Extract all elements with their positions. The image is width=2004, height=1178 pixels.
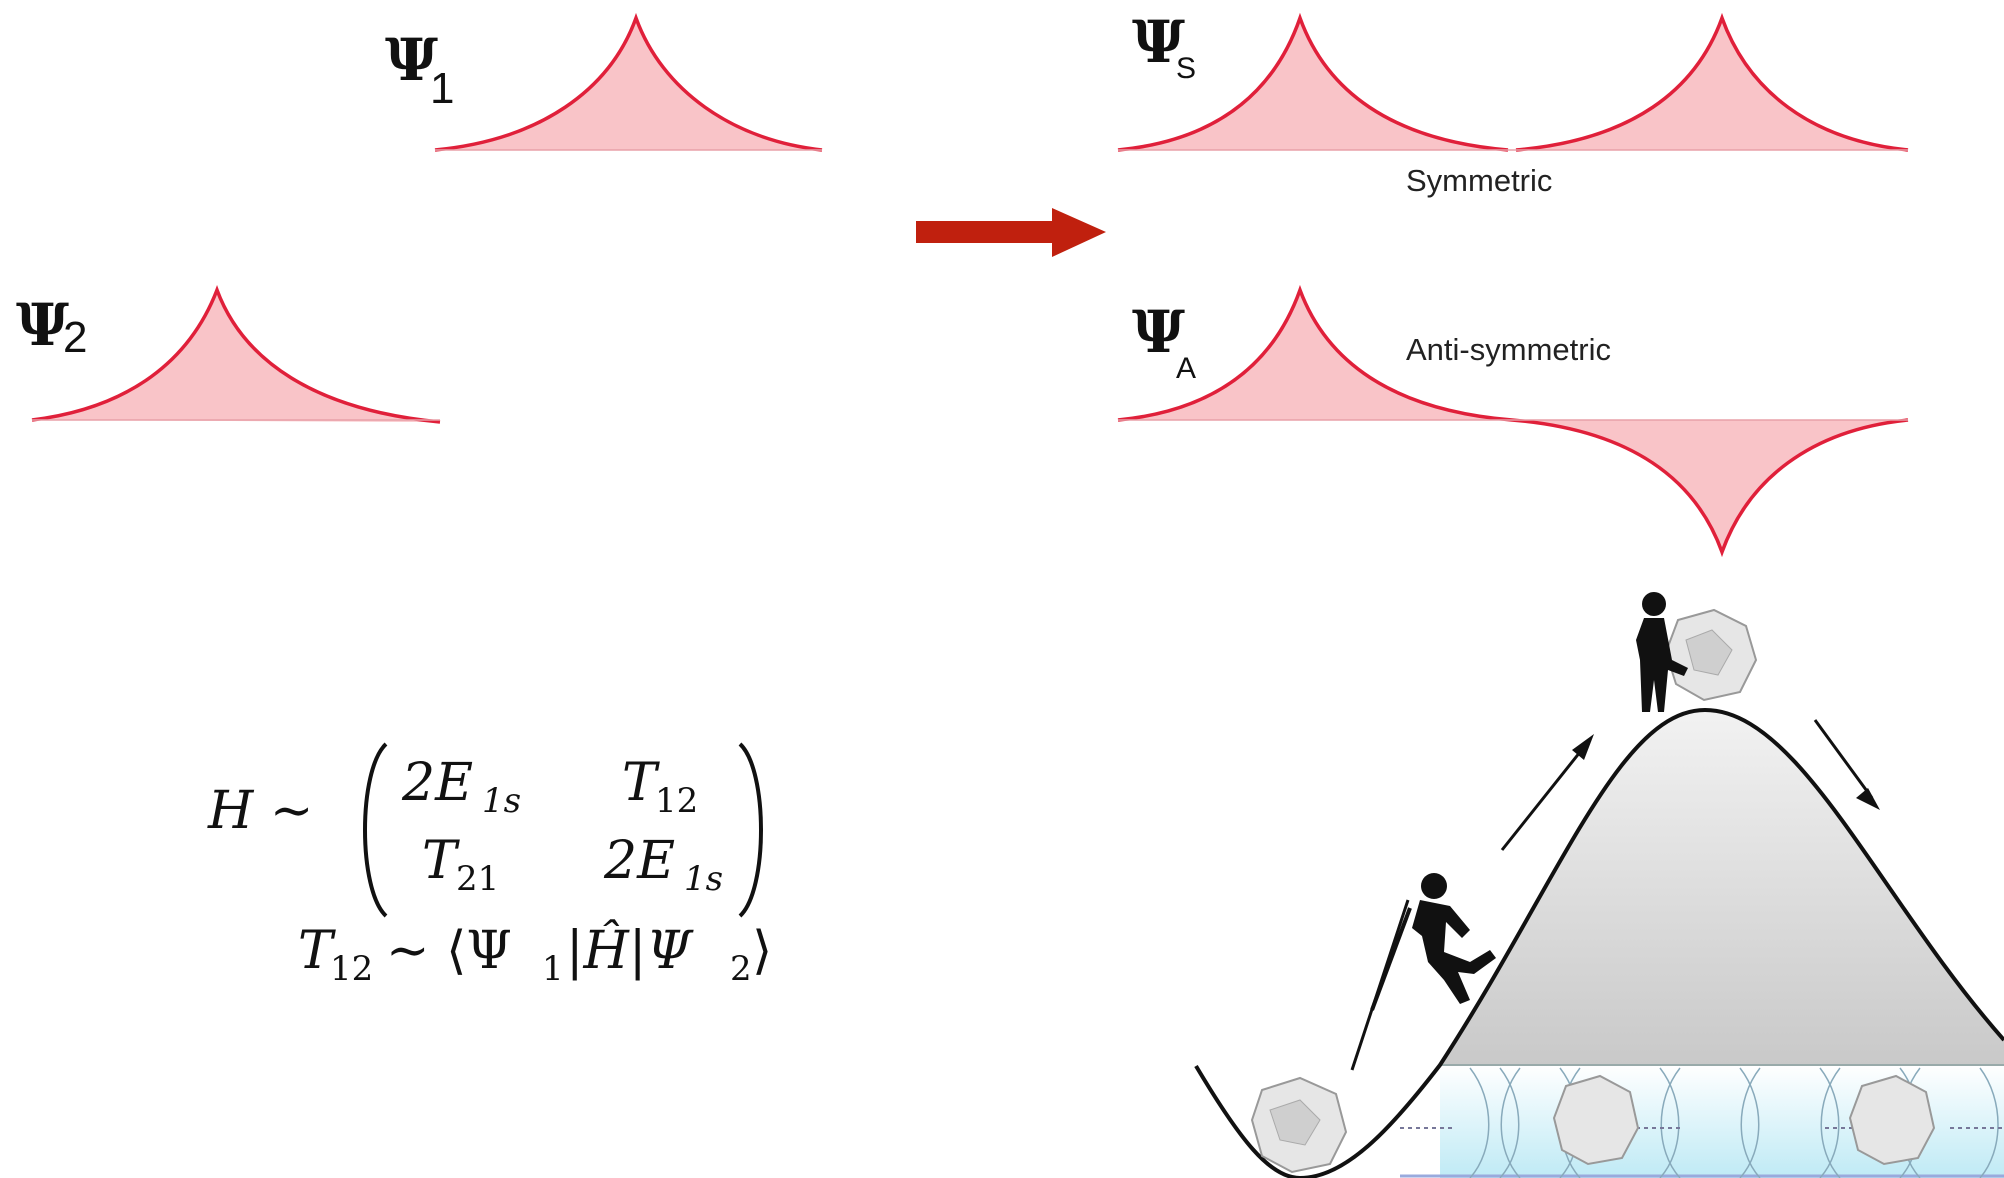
psi-symmetric-wavefunction: Ψ S Symmetric xyxy=(1117,8,1909,198)
barrier-hill xyxy=(1440,710,2004,1065)
hamiltonian-equation: H ∼ 2E 1s T 12 T 21 2E 1s xyxy=(207,742,763,918)
psi-a-fill-top xyxy=(1118,290,1512,420)
tunneling-element-equation: T 12 ∼ ⟨Ψ 1 |Ĥ|Ψ 2 ⟩ xyxy=(298,919,772,989)
descend-arrow xyxy=(1813,719,1880,810)
psi-s-label: Ψ xyxy=(1132,8,1185,76)
matrix-m22-sub: 1s xyxy=(684,859,723,899)
antisymmetric-caption: Anti-symmetric xyxy=(1406,332,1611,367)
t12-rhs-pre: ∼ ⟨Ψ xyxy=(386,921,512,981)
psi2-label: Ψ xyxy=(16,291,69,359)
psi-antisymmetric-wavefunction: Ψ A Anti-symmetric xyxy=(1117,284,1909,558)
psi1-wavefunction: Ψ 1 xyxy=(385,12,823,152)
psi1-curve xyxy=(434,12,823,152)
t12-rhs-sub2: 2 xyxy=(730,949,752,989)
tunneling-illustration xyxy=(1194,592,2004,1178)
psi-a-sub: A xyxy=(1176,352,1196,385)
psi-s-fill xyxy=(1118,18,1908,150)
psi2-fill xyxy=(32,290,440,422)
psi2-wavefunction: Ψ 2 xyxy=(16,285,441,424)
t12-lhs: T xyxy=(298,921,336,981)
climb-arrow xyxy=(1350,734,1594,1071)
t12-rhs-post: ⟩ xyxy=(752,921,772,981)
climber-figure xyxy=(1370,873,1496,1011)
psi2-curve xyxy=(31,285,441,424)
matrix-left-paren xyxy=(363,742,388,918)
matrix-m12: T xyxy=(622,753,660,813)
psi-s-sub: S xyxy=(1176,52,1196,85)
psi1-fill xyxy=(435,18,822,150)
symmetric-caption: Symmetric xyxy=(1406,163,1552,198)
boulder-tunnel-2 xyxy=(1848,1074,1936,1166)
matrix-m12-sub: 12 xyxy=(655,781,698,821)
t12-lhs-sub: 12 xyxy=(330,949,373,989)
psi-a-fill-bottom xyxy=(1512,420,1908,552)
matrix-m22: 2E xyxy=(603,831,675,891)
psi-a-label: Ψ xyxy=(1132,298,1185,366)
psi2-sub: 2 xyxy=(63,313,87,362)
t12-rhs-mid: |Ĥ|Ψ xyxy=(566,919,694,981)
man-at-summit-figure xyxy=(1636,592,1688,712)
matrix-m11-sub: 1s xyxy=(482,781,521,821)
boulder-tunnel-1 xyxy=(1552,1074,1640,1166)
psi1-sub: 1 xyxy=(430,64,454,113)
psi-s-curve xyxy=(1117,12,1909,152)
boulder-valley xyxy=(1250,1076,1348,1174)
matrix-m21: T xyxy=(422,831,460,891)
hamiltonian-lhs: H ∼ xyxy=(207,781,313,841)
matrix-right-paren xyxy=(738,742,763,918)
psi1-label: Ψ xyxy=(385,26,438,94)
matrix-m21-sub: 21 xyxy=(456,859,499,899)
matrix-m11: 2E xyxy=(401,753,473,813)
boulder-top xyxy=(1664,608,1758,702)
t12-rhs-sub1: 1 xyxy=(542,949,564,989)
transform-arrow xyxy=(916,208,1106,257)
